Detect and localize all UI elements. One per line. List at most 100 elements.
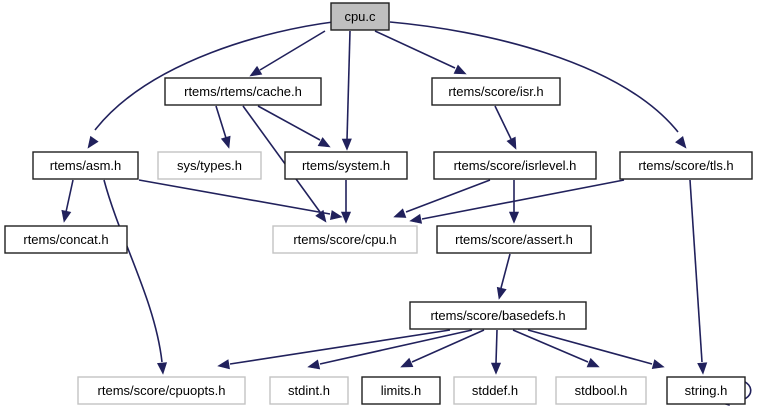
edge-line — [319, 329, 473, 365]
edge-system_h-to-cpu_h — [340, 180, 352, 224]
graph-node-isrlevel-h[interactable]: rtems/score/isrlevel.h — [433, 151, 597, 180]
edge-isrlevel_h-to-cpu_h — [393, 179, 491, 218]
graph-node-sys-types-h[interactable]: sys/types.h — [157, 151, 262, 180]
node-box[interactable] — [157, 151, 262, 180]
edge-line — [259, 30, 326, 71]
graph-node-limits-h[interactable]: limits.h — [361, 376, 441, 405]
graph-node-concat-h[interactable]: rtems/concat.h — [4, 225, 128, 254]
arrow-head — [220, 135, 231, 149]
node-box[interactable] — [330, 2, 390, 31]
graph-node-basedefs-h[interactable]: rtems/score/basedefs.h — [409, 301, 587, 330]
node-box[interactable] — [269, 376, 349, 405]
node-layer: cpu.c rtems/rtems/cache.h rtems/score/isr.… — [4, 2, 753, 405]
edge-line — [374, 30, 456, 69]
node-box[interactable] — [409, 301, 587, 330]
edge-basedefs_h-to-cpuopts_h — [217, 329, 451, 370]
edge-asm_h-to-cpuopts_h — [103, 179, 168, 375]
graph-node-assert-h[interactable]: rtems/score/assert.h — [436, 225, 592, 254]
graph-node-stddef-h[interactable]: stddef.h — [453, 376, 537, 405]
edge-basedefs_h-to-stdbool_h — [512, 329, 600, 368]
edge-line — [527, 329, 653, 365]
node-box[interactable] — [361, 376, 441, 405]
edge-line — [138, 179, 331, 215]
graph-node-stdbool-h[interactable]: stdbool.h — [555, 376, 647, 405]
edge-isrlevel_h-to-assert_h — [508, 180, 520, 224]
edge-basedefs_h-to-stddef_h — [490, 329, 502, 375]
arrow-head — [249, 65, 263, 77]
edge-line — [229, 329, 451, 365]
edge-isr_h-to-isrlevel_h — [494, 105, 517, 150]
graph-node-asm-h[interactable]: rtems/asm.h — [32, 151, 139, 180]
arrow-head — [61, 209, 72, 223]
arrow-head — [307, 359, 321, 370]
arrow-head — [453, 64, 467, 75]
edge-line — [389, 21, 679, 133]
edge-basedefs_h-to-limits_h — [400, 329, 485, 368]
node-box[interactable] — [32, 151, 139, 180]
arrow-head — [697, 362, 708, 375]
graph-node-cpu-h[interactable]: rtems/score/cpu.h — [272, 225, 418, 254]
node-box[interactable] — [555, 376, 647, 405]
edge-layer — [61, 21, 752, 407]
graph-node-tls-h[interactable]: rtems/score/tls.h — [619, 151, 753, 180]
edge-line — [405, 179, 491, 213]
edge-line — [500, 253, 511, 289]
graph-node-stdint-h[interactable]: stdint.h — [269, 376, 349, 405]
arrow-head — [87, 135, 99, 149]
edge-line — [242, 105, 321, 213]
node-box[interactable] — [431, 77, 561, 106]
edge-basedefs_h-to-string_h — [527, 329, 665, 369]
graph-node-cpuopts-h[interactable]: rtems/score/cpuopts.h — [77, 376, 246, 405]
arrow-head — [340, 211, 352, 224]
graph-node-string-h[interactable]: string.h — [666, 376, 746, 405]
arrow-head — [156, 362, 168, 375]
edge-line — [94, 21, 334, 131]
node-box[interactable] — [453, 376, 537, 405]
edge-cpu_c-to-isr_h — [374, 30, 467, 75]
edge-cache_h-to-sys_types_h — [215, 105, 231, 149]
edge-line — [512, 329, 589, 363]
edge-tls_h-to-string_h — [689, 179, 708, 375]
graph-node-system-h[interactable]: rtems/system.h — [284, 151, 408, 180]
graph-node-cache-h[interactable]: rtems/rtems/cache.h — [164, 77, 322, 106]
arrow-head — [341, 138, 352, 151]
node-box[interactable] — [284, 151, 408, 180]
arrow-head — [329, 210, 343, 221]
node-box[interactable] — [77, 376, 246, 405]
arrow-head — [675, 135, 687, 149]
edge-line — [494, 105, 512, 140]
arrow-head — [317, 137, 331, 148]
graph-node-isr-h[interactable]: rtems/score/isr.h — [431, 77, 561, 106]
arrow-head — [490, 362, 502, 375]
arrow-head — [393, 208, 407, 218]
node-box[interactable] — [666, 376, 746, 405]
edge-basedefs_h-to-stdint_h — [307, 329, 473, 370]
arrow-head — [586, 357, 600, 368]
edge-cpu_c-to-tls_h — [389, 21, 687, 149]
edge-cache_h-to-system_h — [257, 105, 331, 148]
edge-line — [411, 329, 485, 363]
edge-asm_h-to-cpu_h — [138, 179, 343, 221]
node-box[interactable] — [433, 151, 597, 180]
edge-line — [689, 179, 703, 363]
node-box[interactable] — [272, 225, 418, 254]
arrow-head — [651, 359, 665, 369]
edge-line — [65, 179, 74, 213]
arrow-head — [506, 136, 517, 150]
edge-cpu_c-to-cache_h — [249, 30, 326, 77]
node-box[interactable] — [4, 225, 128, 254]
edge-tls_h-to-cpu_h — [409, 179, 625, 224]
node-box[interactable] — [436, 225, 592, 254]
arrow-head — [217, 359, 230, 370]
edge-line — [215, 105, 227, 139]
node-box[interactable] — [619, 151, 753, 180]
edge-cpu_c-to-system_h — [341, 30, 352, 151]
graph-node-cpu-c[interactable]: cpu.c — [330, 2, 390, 31]
edge-cpu_c-to-asm_h — [87, 21, 334, 149]
edge-line — [346, 30, 351, 141]
node-box[interactable] — [164, 77, 322, 106]
arrow-head — [409, 213, 423, 224]
arrow-head — [496, 286, 507, 300]
